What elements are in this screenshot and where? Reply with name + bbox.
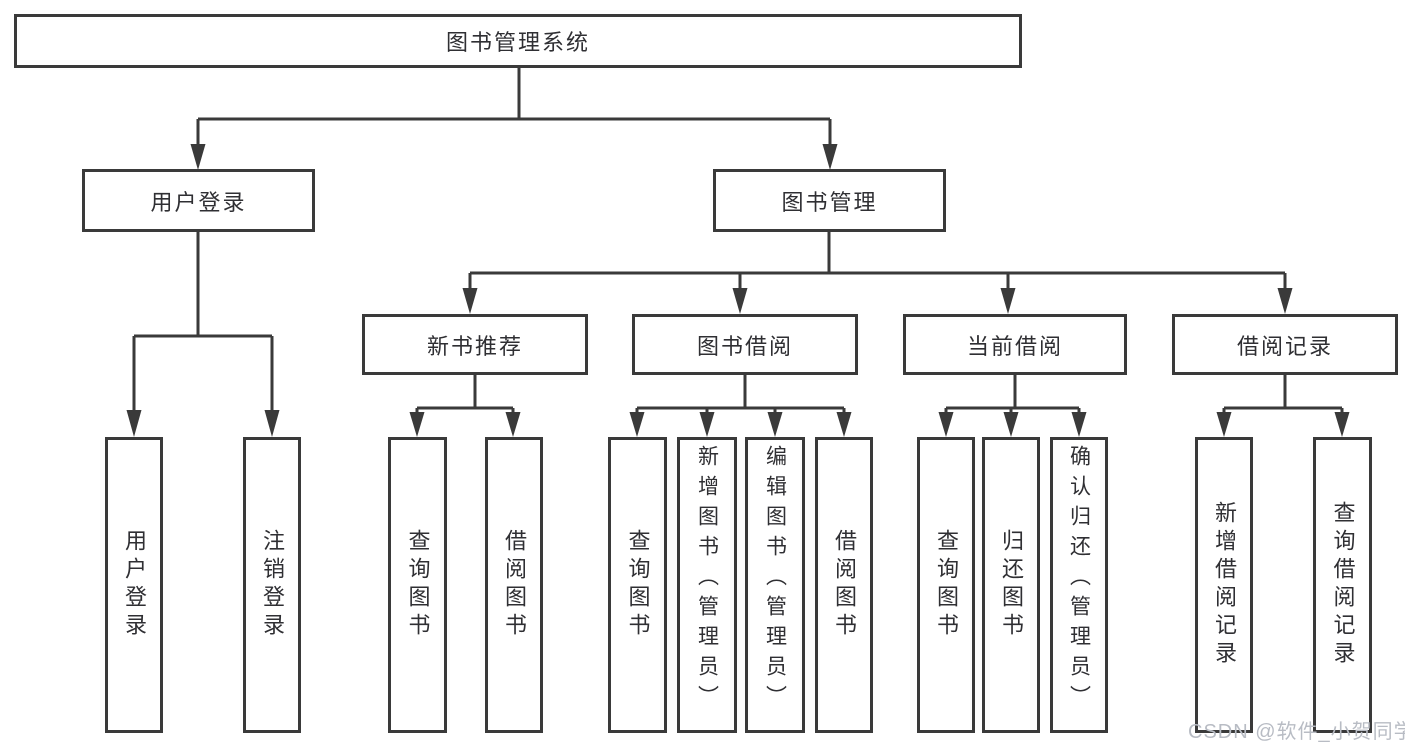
csdn-watermark: CSDN @软件_小贺同学 bbox=[1188, 721, 1405, 743]
leaf-query-books-borrow: 查询图书 bbox=[608, 437, 667, 733]
leaf-confirm-return-admin: 确认归还（管理员） bbox=[1050, 437, 1108, 733]
node-label: 新书推荐 bbox=[426, 333, 523, 359]
node-book-borrow: 图书借阅 bbox=[632, 314, 858, 375]
node-label: 归还图书 bbox=[999, 529, 1024, 641]
arrowhead bbox=[190, 144, 838, 170]
node-label: 查询借阅记录 bbox=[1330, 501, 1356, 669]
connector-line bbox=[944, 374, 1081, 414]
node-label: 编辑图书（管理员） bbox=[763, 445, 787, 715]
leaf-query-books-recommend: 查询图书 bbox=[388, 437, 447, 733]
leaf-user-login: 用户登录 bbox=[105, 437, 163, 733]
edge-book-management-to-level2 bbox=[462, 232, 1293, 314]
edge-root-to-level1 bbox=[190, 68, 838, 170]
leaf-logout: 注销登录 bbox=[243, 437, 301, 733]
leaf-borrow-books: 借阅图书 bbox=[815, 437, 873, 733]
edge-current-borrow-to-leaves bbox=[938, 374, 1087, 437]
node-borrow-records: 借阅记录 bbox=[1172, 314, 1398, 375]
node-label: 借阅记录 bbox=[1236, 333, 1333, 359]
node-label: 借阅图书 bbox=[502, 529, 527, 641]
node-label: 查询图书 bbox=[405, 529, 431, 641]
node-label: 用户登录 bbox=[150, 189, 247, 215]
edge-new-book-recommend-to-leaves bbox=[409, 374, 521, 437]
leaf-add-borrow-record: 新增借阅记录 bbox=[1195, 437, 1253, 733]
node-label: 图书借阅 bbox=[696, 333, 793, 359]
leaf-query-books-current: 查询图书 bbox=[917, 437, 975, 733]
edge-borrow-records-to-leaves bbox=[1216, 374, 1350, 437]
connector-line bbox=[1222, 374, 1344, 414]
connector-line bbox=[468, 232, 1287, 290]
node-label: 借阅图书 bbox=[832, 529, 857, 641]
node-label: 确认归还（管理员） bbox=[1067, 445, 1091, 715]
node-user-login: 用户登录 bbox=[82, 169, 315, 232]
arrowhead bbox=[938, 412, 1087, 437]
arrowhead bbox=[1216, 412, 1350, 437]
node-label: 用户登录 bbox=[122, 529, 147, 641]
leaf-add-book-admin: 新增图书（管理员） bbox=[677, 437, 737, 733]
edge-user-login-to-leaves bbox=[126, 232, 280, 437]
node-label: 查询图书 bbox=[934, 529, 959, 641]
node-label: 当前借阅 bbox=[966, 333, 1063, 359]
node-current-borrow: 当前借阅 bbox=[903, 314, 1127, 375]
connector-line bbox=[635, 374, 846, 414]
leaf-return-book: 归还图书 bbox=[982, 437, 1040, 733]
node-new-book-recommend: 新书推荐 bbox=[362, 314, 588, 375]
node-book-management: 图书管理 bbox=[713, 169, 946, 232]
arrowhead bbox=[126, 410, 280, 437]
connector-line bbox=[196, 68, 832, 146]
node-label: 注销登录 bbox=[260, 529, 285, 641]
arrowhead bbox=[409, 412, 521, 437]
connector-line bbox=[415, 374, 515, 414]
node-label: 新增借阅记录 bbox=[1212, 501, 1237, 669]
node-label: 图书管理系统 bbox=[445, 30, 590, 55]
node-label: 新增图书（管理员） bbox=[695, 445, 719, 715]
leaf-borrow-books-recommend: 借阅图书 bbox=[485, 437, 543, 733]
leaf-query-borrow-record: 查询借阅记录 bbox=[1313, 437, 1372, 733]
node-label: 图书管理 bbox=[781, 189, 878, 215]
arrowhead bbox=[462, 288, 1293, 314]
connector-line bbox=[132, 232, 274, 412]
node-root: 图书管理系统 bbox=[14, 14, 1022, 68]
node-label: 查询图书 bbox=[625, 529, 651, 641]
arrowhead bbox=[629, 412, 852, 437]
leaf-edit-book-admin: 编辑图书（管理员） bbox=[745, 437, 805, 733]
edge-book-borrow-to-leaves bbox=[629, 374, 852, 437]
